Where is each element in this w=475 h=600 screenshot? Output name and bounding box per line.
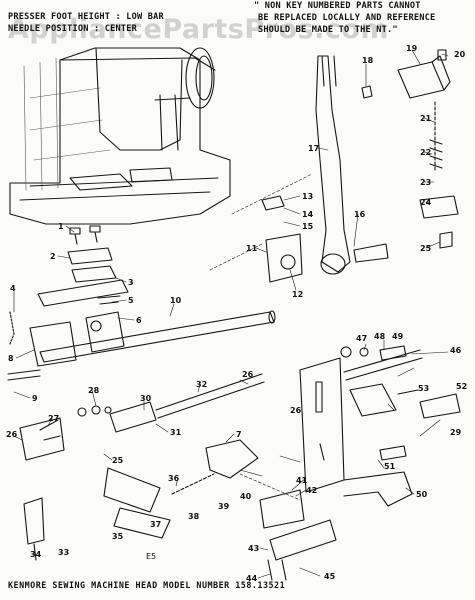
bracket-assembly-right	[259, 345, 461, 581]
dashed-guide-lines	[209, 173, 313, 501]
non-key-parts-note-line3: SHOULD BE MADE TO THE NT."	[258, 25, 398, 35]
callout-49: 49	[392, 332, 404, 341]
callout-4: 4	[10, 284, 16, 293]
callout-21: 21	[420, 114, 432, 123]
callout-20: 20	[454, 50, 466, 59]
lever-and-tension-parts	[261, 49, 459, 283]
callout-9: 9	[32, 394, 38, 403]
callout-53: 53	[418, 384, 430, 393]
callout-16: 16	[354, 210, 366, 219]
callout-24: 24	[420, 198, 432, 207]
callout-10: 10	[170, 296, 182, 305]
callout-38: 38	[188, 512, 200, 521]
callout-44: 44	[246, 574, 258, 583]
callout-30: 30	[140, 394, 152, 403]
callout-25-lower: 25	[112, 456, 124, 465]
needle-position-note: NEEDLE POSITION : CENTER	[8, 24, 137, 34]
callout-19: 19	[406, 44, 418, 53]
callout-12: 12	[292, 290, 304, 299]
callout-37: 37	[150, 520, 162, 529]
callout-40: 40	[240, 492, 252, 501]
non-key-parts-note-line2: BE REPLACED LOCALLY AND REFERENCE	[258, 13, 436, 23]
callout-leader-lines	[13, 49, 449, 579]
callout-36: 36	[168, 474, 180, 483]
callout-18: 18	[362, 56, 374, 65]
callout-27: 27	[48, 414, 60, 423]
callout-2: 2	[50, 252, 56, 261]
callout-32: 32	[196, 380, 208, 389]
non-key-parts-note-line1: " NON KEY NUMBERED PARTS CANNOT	[254, 1, 421, 11]
callout-48: 48	[374, 332, 386, 341]
callout-31: 31	[170, 428, 182, 437]
callout-8: 8	[8, 354, 14, 363]
callout-7: 7	[236, 430, 242, 439]
callout-45: 45	[324, 572, 336, 581]
callout-17: 17	[308, 144, 320, 153]
callout-15: 15	[302, 222, 314, 231]
watermark-text: AppliancePartsPros.com	[8, 14, 390, 45]
callout-26: 26	[242, 370, 254, 379]
callout-35: 35	[112, 532, 124, 541]
machine-head-illustration	[9, 47, 231, 225]
callout-6: 6	[136, 316, 142, 325]
callout-13: 13	[302, 192, 314, 201]
callout-42: 42	[306, 486, 318, 495]
presser-foot-height-note: PRESSER FOOT HEIGHT : LOW BAR	[8, 12, 164, 22]
presser-foot-group	[9, 225, 129, 345]
lower-left-mechanism	[19, 373, 265, 561]
callout-50: 50	[416, 490, 428, 499]
callout-39: 39	[218, 502, 230, 511]
callout-52: 52	[456, 382, 468, 391]
callout-28: 28	[88, 386, 100, 395]
callout-22: 22	[420, 148, 432, 157]
callout-43: 43	[248, 544, 260, 553]
model-number-footer: KENMORE SEWING MACHINE HEAD MODEL NUMBER…	[8, 580, 286, 590]
callout-23: 23	[420, 178, 432, 187]
page-code: E5	[146, 552, 157, 561]
callout-26-right: 26	[290, 406, 302, 415]
callout-33: 33	[58, 548, 70, 557]
callout-34: 34	[30, 550, 42, 559]
needle-bar-assembly	[7, 310, 276, 381]
callout-5: 5	[128, 296, 134, 305]
callout-1: 1	[58, 222, 64, 231]
callout-25: 25	[420, 244, 432, 253]
callout-3: 3	[128, 278, 134, 287]
callout-14: 14	[302, 210, 314, 219]
callout-51: 51	[384, 462, 396, 471]
callout-46: 46	[450, 346, 462, 355]
callout-47: 47	[356, 334, 368, 343]
callout-29: 29	[450, 428, 462, 437]
callout-11: 11	[246, 244, 258, 253]
callout-26-left: 26	[6, 430, 18, 439]
callout-41: 41	[296, 476, 308, 485]
